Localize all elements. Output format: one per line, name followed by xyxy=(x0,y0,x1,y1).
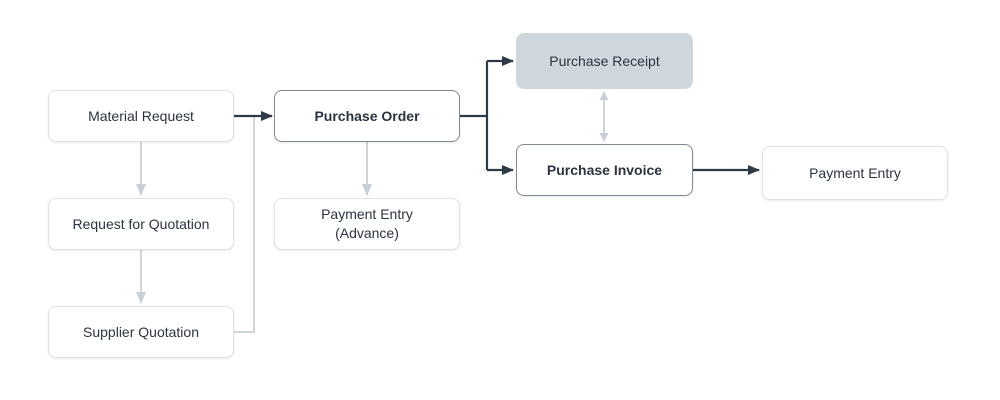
node-label: Purchase Invoice xyxy=(546,161,663,178)
node-label: Supplier Quotation xyxy=(83,323,199,340)
node-purchase-invoice: Purchase Invoice xyxy=(516,144,693,196)
node-label-line1: Payment Entry xyxy=(321,206,413,223)
node-label: Payment Entry xyxy=(809,164,901,181)
edge-supplier-quotation-to-purchase-order xyxy=(234,117,255,333)
node-label: Material Request xyxy=(88,107,194,124)
node-purchase-order: Purchase Order xyxy=(274,90,460,142)
node-label: Request for Quotation xyxy=(72,215,210,232)
node-label-line2: (Advance) xyxy=(335,225,399,241)
node-payment-entry-advance: Payment Entry (Advance) xyxy=(274,198,460,250)
node-material-request: Material Request xyxy=(48,90,234,142)
node-payment-entry: Payment Entry xyxy=(762,146,948,200)
node-purchase-receipt: Purchase Receipt xyxy=(516,33,693,89)
edge-purchase-receipt-purchase-invoice-bidirectional xyxy=(599,91,609,142)
node-supplier-quotation: Supplier Quotation xyxy=(48,306,234,358)
node-request-for-quotation: Request for Quotation xyxy=(48,198,234,250)
node-label: Payment Entry (Advance) xyxy=(321,205,413,243)
node-label: Purchase Receipt xyxy=(549,52,660,69)
node-label: Purchase Order xyxy=(314,107,420,124)
